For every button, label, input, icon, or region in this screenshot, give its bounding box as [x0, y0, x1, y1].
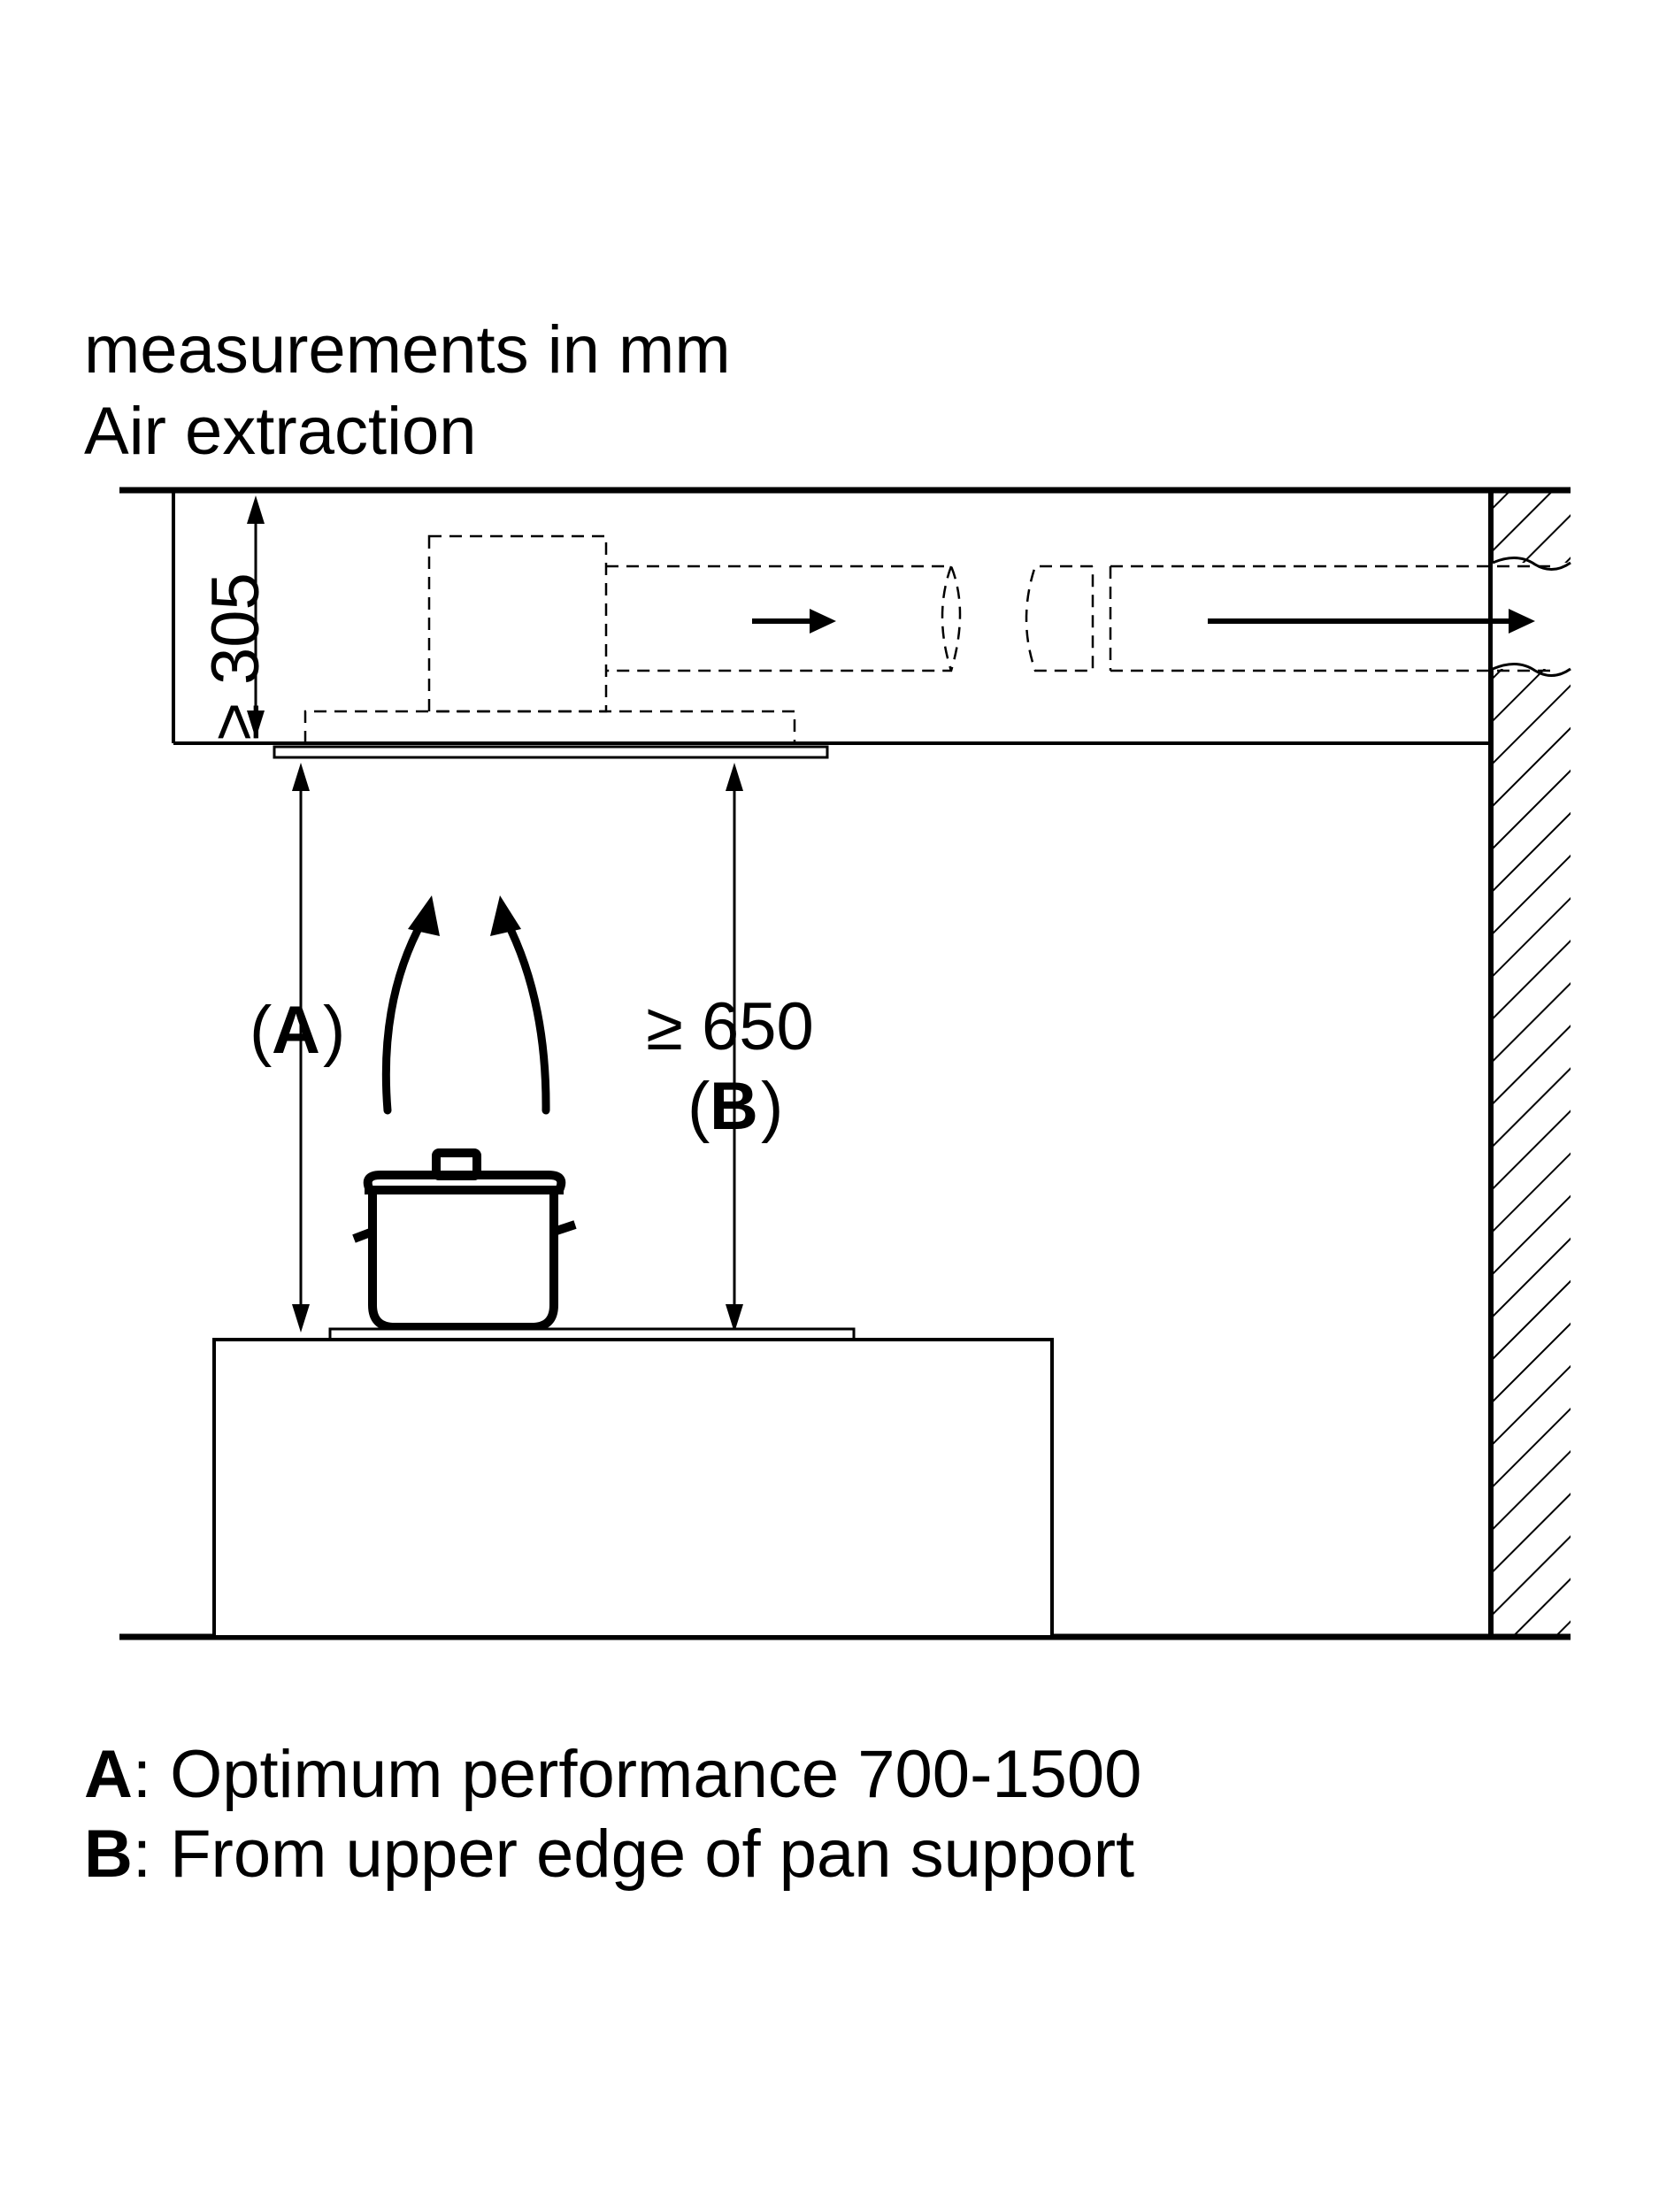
- diagram-title: Air extraction: [84, 394, 477, 469]
- duct-airflow-arrows: [752, 609, 1535, 634]
- dimension-a-open: (: [250, 993, 272, 1068]
- dimension-b-arrow: [726, 763, 743, 1333]
- dimension-b-label: B: [710, 1069, 758, 1144]
- clearance-value: ≥ 650: [646, 989, 814, 1064]
- cooking-pot: [352, 1148, 577, 1332]
- kitchen-cabinet: [212, 1338, 1054, 1639]
- hidden-duct: [303, 534, 1553, 743]
- measurements-note: measurements in mm: [84, 312, 731, 388]
- steam-arrows: [381, 916, 550, 1115]
- legend-a: A: Optimum performance 700-1500: [84, 1741, 1141, 1809]
- steam-arrow-head-left: [408, 895, 440, 936]
- dimension-ceiling-space: [247, 495, 265, 739]
- legend-a-text: : Optimum performance 700-1500: [132, 1737, 1142, 1812]
- dimension-b-open: (: [687, 1069, 710, 1144]
- ceiling-void: [172, 490, 1491, 745]
- legend-b-text: : From upper edge of pan support: [132, 1816, 1135, 1892]
- extractor-hood-panel: [273, 745, 829, 759]
- dimension-b-close: ): [761, 1069, 783, 1144]
- dimension-a-close: ): [323, 993, 345, 1068]
- steam-arrow-head-right: [490, 895, 521, 936]
- dimension-a-arrow: [292, 763, 310, 1333]
- legend-b-key: B: [84, 1816, 133, 1892]
- legend-b: B: From upper edge of pan support: [84, 1821, 1134, 1888]
- side-wall: [1488, 490, 1571, 1637]
- legend-a-key: A: [84, 1737, 133, 1812]
- dimension-a-label: A: [272, 993, 320, 1068]
- ceiling-space-value: ≥ 305: [198, 572, 273, 741]
